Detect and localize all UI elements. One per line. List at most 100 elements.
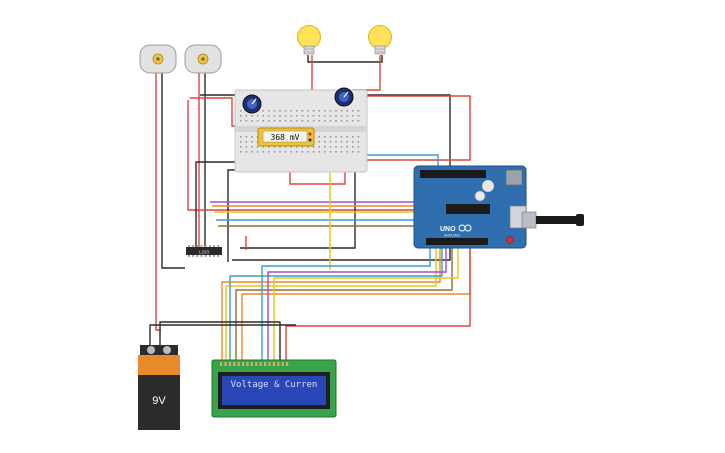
breadboard-hole bbox=[357, 120, 360, 122]
multimeter[interactable]: 368 mV bbox=[257, 127, 315, 147]
lcd-line-1: Voltage & Curren bbox=[231, 380, 318, 390]
breadboard-hole bbox=[268, 110, 270, 112]
breadboard-hole bbox=[296, 115, 298, 117]
lcd-pin bbox=[224, 362, 227, 366]
dc-motor-2[interactable] bbox=[184, 44, 222, 74]
breadboard-hole bbox=[346, 151, 348, 153]
usb-cable-body bbox=[536, 216, 576, 224]
breadboard-hole bbox=[335, 151, 337, 153]
breadboard-hole bbox=[273, 115, 276, 117]
chip-pin bbox=[209, 255, 211, 257]
reset-button[interactable] bbox=[506, 236, 514, 244]
chip-pin bbox=[196, 245, 199, 247]
chip-pin bbox=[200, 245, 203, 247]
breadboard-hole bbox=[240, 141, 242, 143]
motor-driver-chip[interactable]: L293 bbox=[186, 245, 222, 257]
breadboard-hole bbox=[279, 120, 281, 122]
breadboard-hole bbox=[256, 146, 259, 148]
light-bulb-1[interactable] bbox=[297, 25, 321, 55]
breadboard-hole bbox=[273, 151, 276, 153]
lcd-display[interactable]: Voltage & Curren bbox=[211, 359, 337, 418]
wire-lcd-yellow-b bbox=[273, 248, 459, 360]
breadboard-hole bbox=[329, 120, 332, 122]
breadboard-hole bbox=[324, 141, 326, 143]
potentiometer-2[interactable] bbox=[334, 87, 354, 107]
breadboard-hole bbox=[335, 146, 337, 148]
breadboard-hole bbox=[312, 151, 315, 153]
breadboard-hole bbox=[340, 151, 343, 153]
battery-9v[interactable]: 9V bbox=[138, 345, 180, 430]
chip-pin bbox=[204, 245, 207, 247]
battery-cap bbox=[140, 345, 178, 355]
breadboard-hole bbox=[324, 136, 326, 138]
breadboard-hole bbox=[312, 146, 315, 148]
wire-lcd-blue-a bbox=[229, 248, 443, 360]
breadboard-hole bbox=[279, 146, 281, 148]
lcd-pin bbox=[264, 362, 267, 366]
breadboard-hole bbox=[251, 115, 253, 117]
breadboard-hole bbox=[357, 115, 360, 117]
breadboard-hole bbox=[357, 136, 360, 138]
chip-pin bbox=[209, 245, 211, 247]
breadboard-hole bbox=[352, 151, 354, 153]
breadboard-hole bbox=[296, 120, 298, 122]
lcd-pin bbox=[255, 362, 258, 366]
breadboard-hole bbox=[290, 146, 292, 148]
wire-motor1-a bbox=[155, 72, 161, 331]
arduino-uno[interactable]: UNO ARDUINO bbox=[413, 165, 527, 249]
breadboard-hole bbox=[251, 151, 253, 153]
breadboard-hole bbox=[312, 115, 315, 117]
breadboard-hole bbox=[290, 120, 292, 122]
breadboard-hole bbox=[357, 151, 360, 153]
breadboard-hole bbox=[324, 115, 326, 117]
wire-lcd-orange-a bbox=[221, 245, 441, 360]
breadboard-hole bbox=[245, 115, 248, 117]
breadboard-hole bbox=[245, 151, 248, 153]
light-bulb-2[interactable] bbox=[368, 25, 392, 55]
chip-label: L293 bbox=[199, 250, 210, 255]
potentiometer-1[interactable] bbox=[242, 94, 262, 114]
chip-body bbox=[186, 247, 222, 255]
breadboard-hole bbox=[318, 115, 320, 117]
breadboard-hole bbox=[357, 141, 360, 143]
atmega-chip bbox=[446, 204, 490, 214]
wire-lcd-blue-b bbox=[261, 248, 431, 360]
lcd-pin bbox=[237, 362, 240, 366]
breadboard-hole bbox=[279, 151, 281, 153]
battery-label: 9V bbox=[152, 395, 166, 407]
arduino-header-top bbox=[420, 170, 486, 178]
chip-pin bbox=[188, 245, 190, 247]
lcd-pin bbox=[272, 362, 275, 366]
breadboard-hole bbox=[245, 146, 248, 148]
breadboard-hole bbox=[346, 146, 348, 148]
breadboard-hole bbox=[279, 115, 281, 117]
multimeter-display bbox=[262, 130, 308, 143]
breadboard-hole bbox=[262, 120, 264, 122]
battery-body bbox=[138, 375, 180, 430]
wire-battery-black bbox=[149, 324, 296, 345]
breadboard-hole bbox=[262, 115, 264, 117]
breadboard-hole bbox=[273, 146, 276, 148]
lcd-pin bbox=[259, 362, 262, 366]
breadboard-hole bbox=[312, 110, 315, 112]
wire-lcd-purple bbox=[267, 248, 447, 360]
usb-plug bbox=[521, 211, 537, 229]
breadboard-hole bbox=[256, 151, 259, 153]
breadboard-hole bbox=[335, 110, 337, 112]
breadboard-hole bbox=[352, 120, 354, 122]
chip-pins bbox=[188, 245, 220, 257]
lcd-pin bbox=[281, 362, 284, 366]
breadboard-hole bbox=[312, 120, 315, 122]
breadboard-hole bbox=[245, 136, 248, 138]
breadboard-hole bbox=[318, 110, 320, 112]
breadboard-hole bbox=[318, 136, 320, 138]
breadboard-hole bbox=[318, 146, 320, 148]
chip-pin bbox=[213, 255, 215, 257]
breadboard-hole bbox=[262, 146, 264, 148]
breadboard-hole bbox=[335, 141, 337, 143]
breadboard-hole bbox=[273, 120, 276, 122]
breadboard-hole bbox=[357, 146, 360, 148]
breadboard-hole bbox=[307, 146, 309, 148]
dc-motor-1[interactable] bbox=[139, 44, 177, 74]
